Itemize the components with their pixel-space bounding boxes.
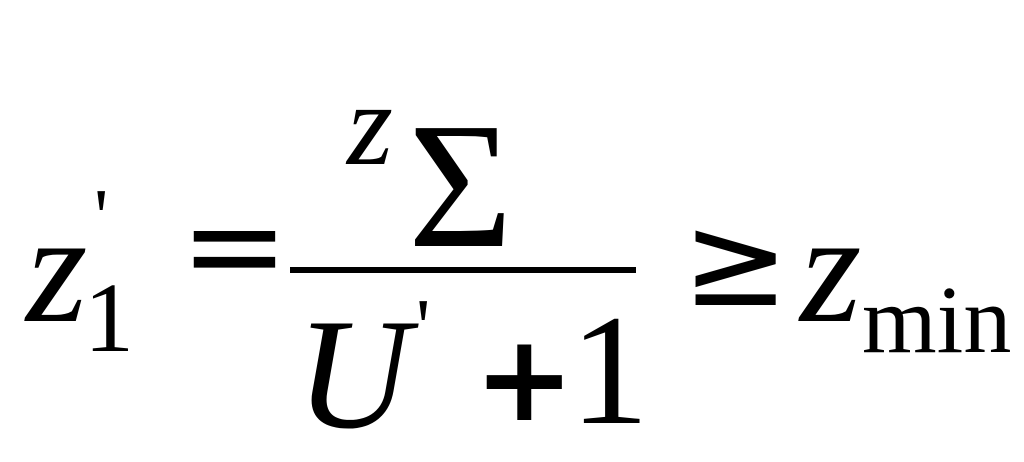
sigma-symbol: Σ <box>408 86 513 285</box>
numerator-variable: z <box>347 59 393 190</box>
equals-sign: = <box>180 169 289 321</box>
plus-sign: + <box>474 310 575 449</box>
rhs-subscript: min <box>862 266 1012 373</box>
lhs-subscript: 1 <box>84 262 134 373</box>
lhs-variable: z <box>26 181 88 356</box>
geq-symbol: ≥ <box>682 187 790 336</box>
denominator-variable: U <box>296 287 411 462</box>
rhs-variable: z <box>800 181 862 356</box>
denominator-prime: ' <box>416 284 431 372</box>
lhs-prime: ' <box>94 174 109 262</box>
denominator-one: 1 <box>570 283 649 458</box>
fraction-bar <box>290 267 636 273</box>
